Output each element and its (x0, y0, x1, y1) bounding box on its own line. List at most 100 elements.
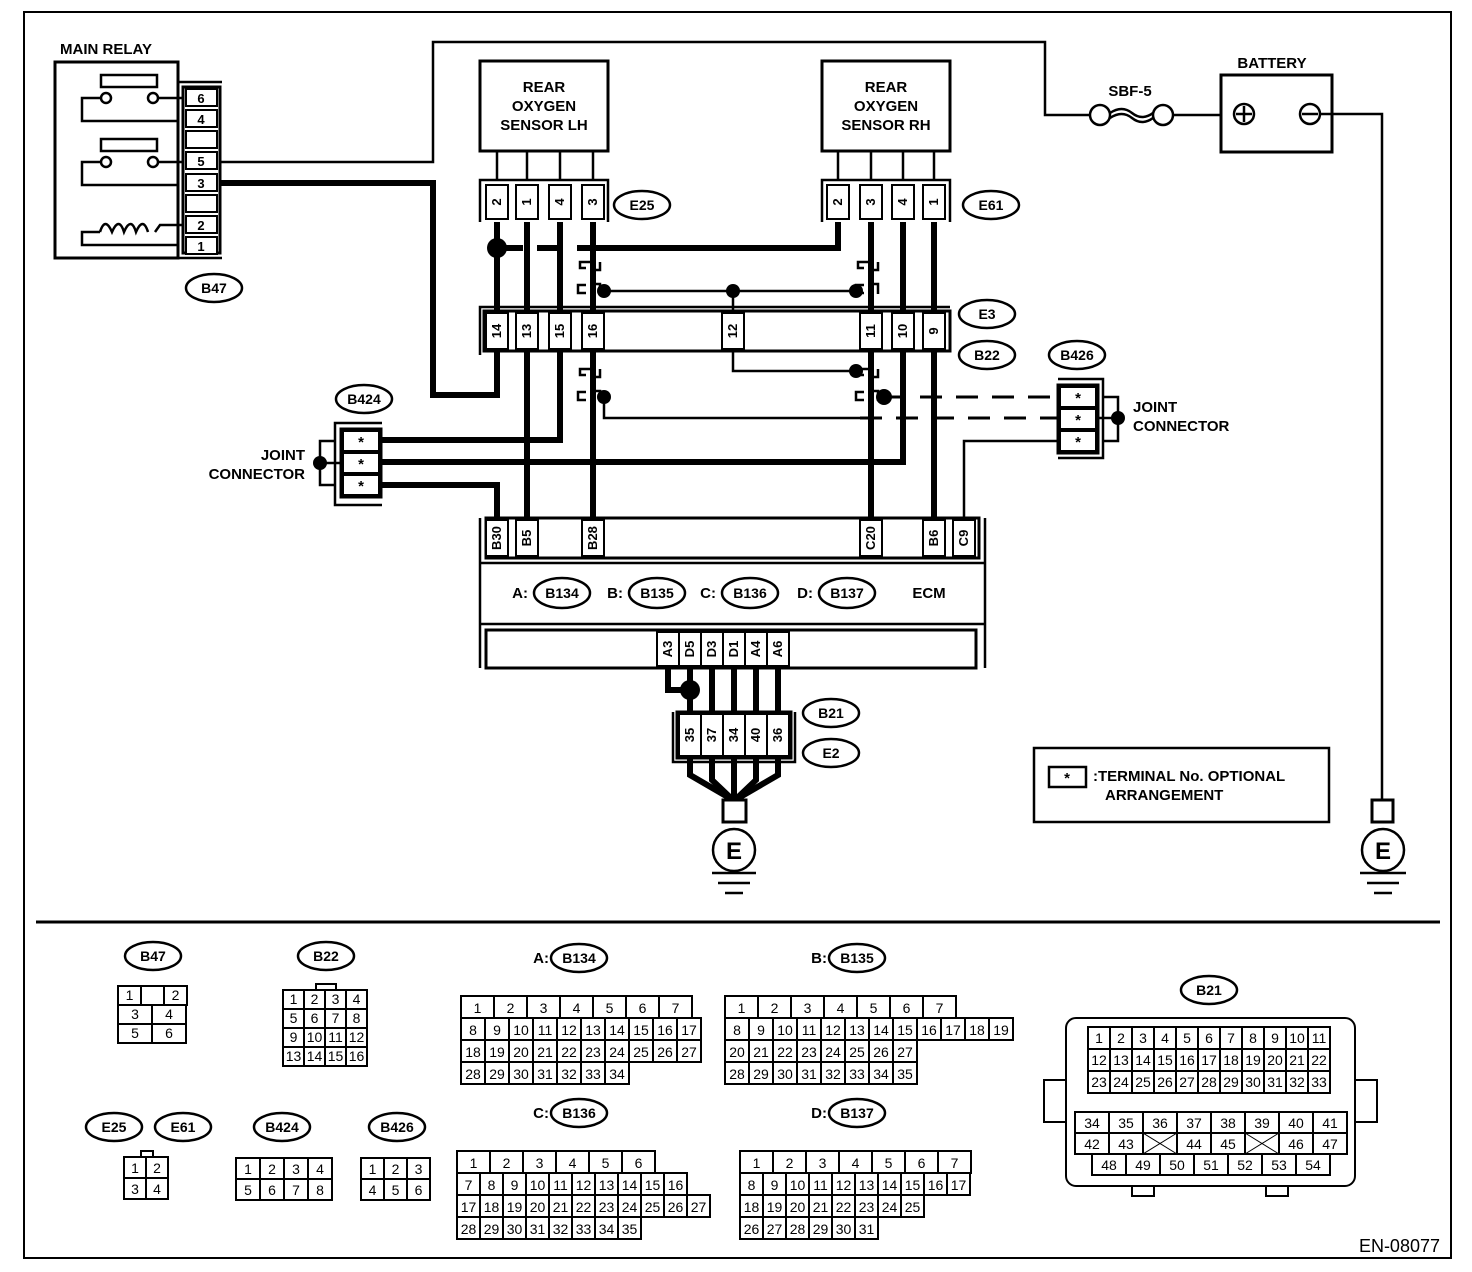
b136-terminal: 13 (599, 1177, 615, 1193)
b135-terminal: 21 (753, 1044, 769, 1060)
b21-terminal: 35 (1118, 1115, 1134, 1131)
svg-text:16: 16 (349, 1048, 365, 1064)
b136-terminal: 8 (488, 1177, 496, 1193)
joint-pin: * (358, 434, 364, 451)
document-code: EN-08077 (1359, 1236, 1440, 1256)
b136-terminal: 24 (622, 1199, 638, 1215)
ground-wires (665, 668, 781, 803)
b136-terminal: 16 (668, 1177, 684, 1193)
joint-left-label: JOINT (261, 447, 305, 464)
b21-terminal: 22 (1311, 1052, 1327, 1068)
e3-pin-13-label: 13 (519, 324, 534, 338)
ecm-pin-a6-label: A6 (770, 641, 785, 658)
b21-terminal: 44 (1186, 1136, 1202, 1152)
b136-terminal: 28 (461, 1221, 477, 1237)
b135-terminal: 3 (804, 1000, 812, 1016)
svg-text:15: 15 (328, 1048, 344, 1064)
b137-terminal: 10 (790, 1177, 806, 1193)
rear-oxygen-sensor-rh: REAR OXYGEN SENSOR RH (820, 59, 952, 153)
svg-text:REAR: REAR (865, 79, 908, 96)
b134-terminal: 14 (609, 1022, 625, 1038)
svg-text:6: 6 (415, 1182, 423, 1198)
b136-terminal: 5 (602, 1155, 610, 1171)
b135-terminal: 2 (771, 1000, 779, 1016)
b136-terminal: 14 (622, 1177, 638, 1193)
b136-terminal: 10 (530, 1177, 546, 1193)
b137-terminal: 15 (905, 1177, 921, 1193)
main-relay-title: MAIN RELAY (60, 41, 152, 58)
b21-terminal: 10 (1289, 1030, 1305, 1046)
b136-terminal: 17 (461, 1199, 477, 1215)
b21-pin-34-label: 34 (726, 727, 741, 742)
face-prefix: D: (811, 1105, 827, 1122)
svg-text:6: 6 (165, 1025, 173, 1041)
b134-terminal: 8 (469, 1022, 477, 1038)
e3-pin-12 (721, 312, 745, 350)
b136-terminal: 22 (576, 1199, 592, 1215)
connector-id-b134: B134 (545, 585, 579, 601)
b135-terminal: 13 (849, 1022, 865, 1038)
b21-terminal: 7 (1227, 1030, 1235, 1046)
b135-terminal: 14 (873, 1022, 889, 1038)
relay-coil-icon (80, 222, 183, 247)
b134-terminal: 23 (585, 1044, 601, 1060)
connector-id-e3: E3 (978, 306, 995, 322)
face-prefix: B: (811, 950, 827, 967)
e3-pin-11-label: 11 (863, 324, 878, 338)
b21-terminal: 31 (1267, 1074, 1283, 1090)
b136-terminal: 20 (530, 1199, 546, 1215)
joint-pin: * (358, 456, 364, 473)
b426-cell (406, 1178, 431, 1201)
b134-terminal: 7 (672, 1000, 680, 1016)
b137-terminal: 19 (767, 1199, 783, 1215)
b135-terminal: 28 (729, 1066, 745, 1082)
b137-terminal: 21 (813, 1199, 829, 1215)
b134-terminal: 19 (489, 1044, 505, 1060)
b136-terminal: 34 (599, 1221, 615, 1237)
b137-terminal: 8 (748, 1177, 756, 1193)
b134-terminal: 17 (681, 1022, 697, 1038)
b135-terminal: 18 (969, 1022, 985, 1038)
e25-pin-1 (515, 184, 539, 220)
b136-terminal: 3 (536, 1155, 544, 1171)
e3-pin-14-label: 14 (489, 323, 504, 338)
svg-text:6: 6 (268, 1182, 276, 1198)
e61-pin-4 (891, 184, 915, 220)
b136-terminal: 23 (599, 1199, 615, 1215)
b134-terminal: 20 (513, 1044, 529, 1060)
b134-terminal: 29 (489, 1066, 505, 1082)
b134-terminal: 16 (657, 1022, 673, 1038)
b21-terminal: 15 (1157, 1052, 1173, 1068)
b136-terminal: 18 (484, 1199, 500, 1215)
b134-terminal: 25 (633, 1044, 649, 1060)
relay-switch-2-icon (80, 137, 183, 187)
b135-terminal: 11 (802, 1022, 817, 1038)
ecm-connector-prefix: B: (607, 585, 623, 602)
b21-terminal: 6 (1205, 1030, 1213, 1046)
connector-id-e2: E2 (822, 745, 839, 761)
e61-pin-3-label: 3 (863, 198, 878, 205)
b21-terminal: 54 (1305, 1157, 1321, 1173)
connector-id-b426: B426 (1060, 347, 1094, 363)
b137-terminal: 11 (813, 1177, 828, 1193)
b135-terminal: 7 (936, 1000, 944, 1016)
b21-terminal: 20 (1267, 1052, 1283, 1068)
b136-terminal: 25 (645, 1199, 661, 1215)
b134-terminal: 1 (474, 1000, 482, 1016)
svg-text:3: 3 (131, 1006, 139, 1022)
b21-terminal: 47 (1322, 1136, 1338, 1152)
svg-text:CONNECTOR: CONNECTOR (1133, 418, 1230, 435)
b135-terminal: 1 (738, 1000, 746, 1016)
b137-terminal: 16 (928, 1177, 944, 1193)
b137-terminal: 3 (819, 1155, 827, 1171)
b135-terminal: 12 (825, 1022, 841, 1038)
b137-terminal: 25 (905, 1199, 921, 1215)
b21-terminal: 30 (1245, 1074, 1261, 1090)
b21-terminal: 17 (1201, 1052, 1217, 1068)
e3-pin-13 (515, 312, 539, 350)
b136-terminal: 35 (622, 1221, 638, 1237)
b137-terminal: 31 (859, 1221, 875, 1237)
b21-pin-36 (766, 713, 790, 757)
b134-terminal: 26 (657, 1044, 673, 1060)
